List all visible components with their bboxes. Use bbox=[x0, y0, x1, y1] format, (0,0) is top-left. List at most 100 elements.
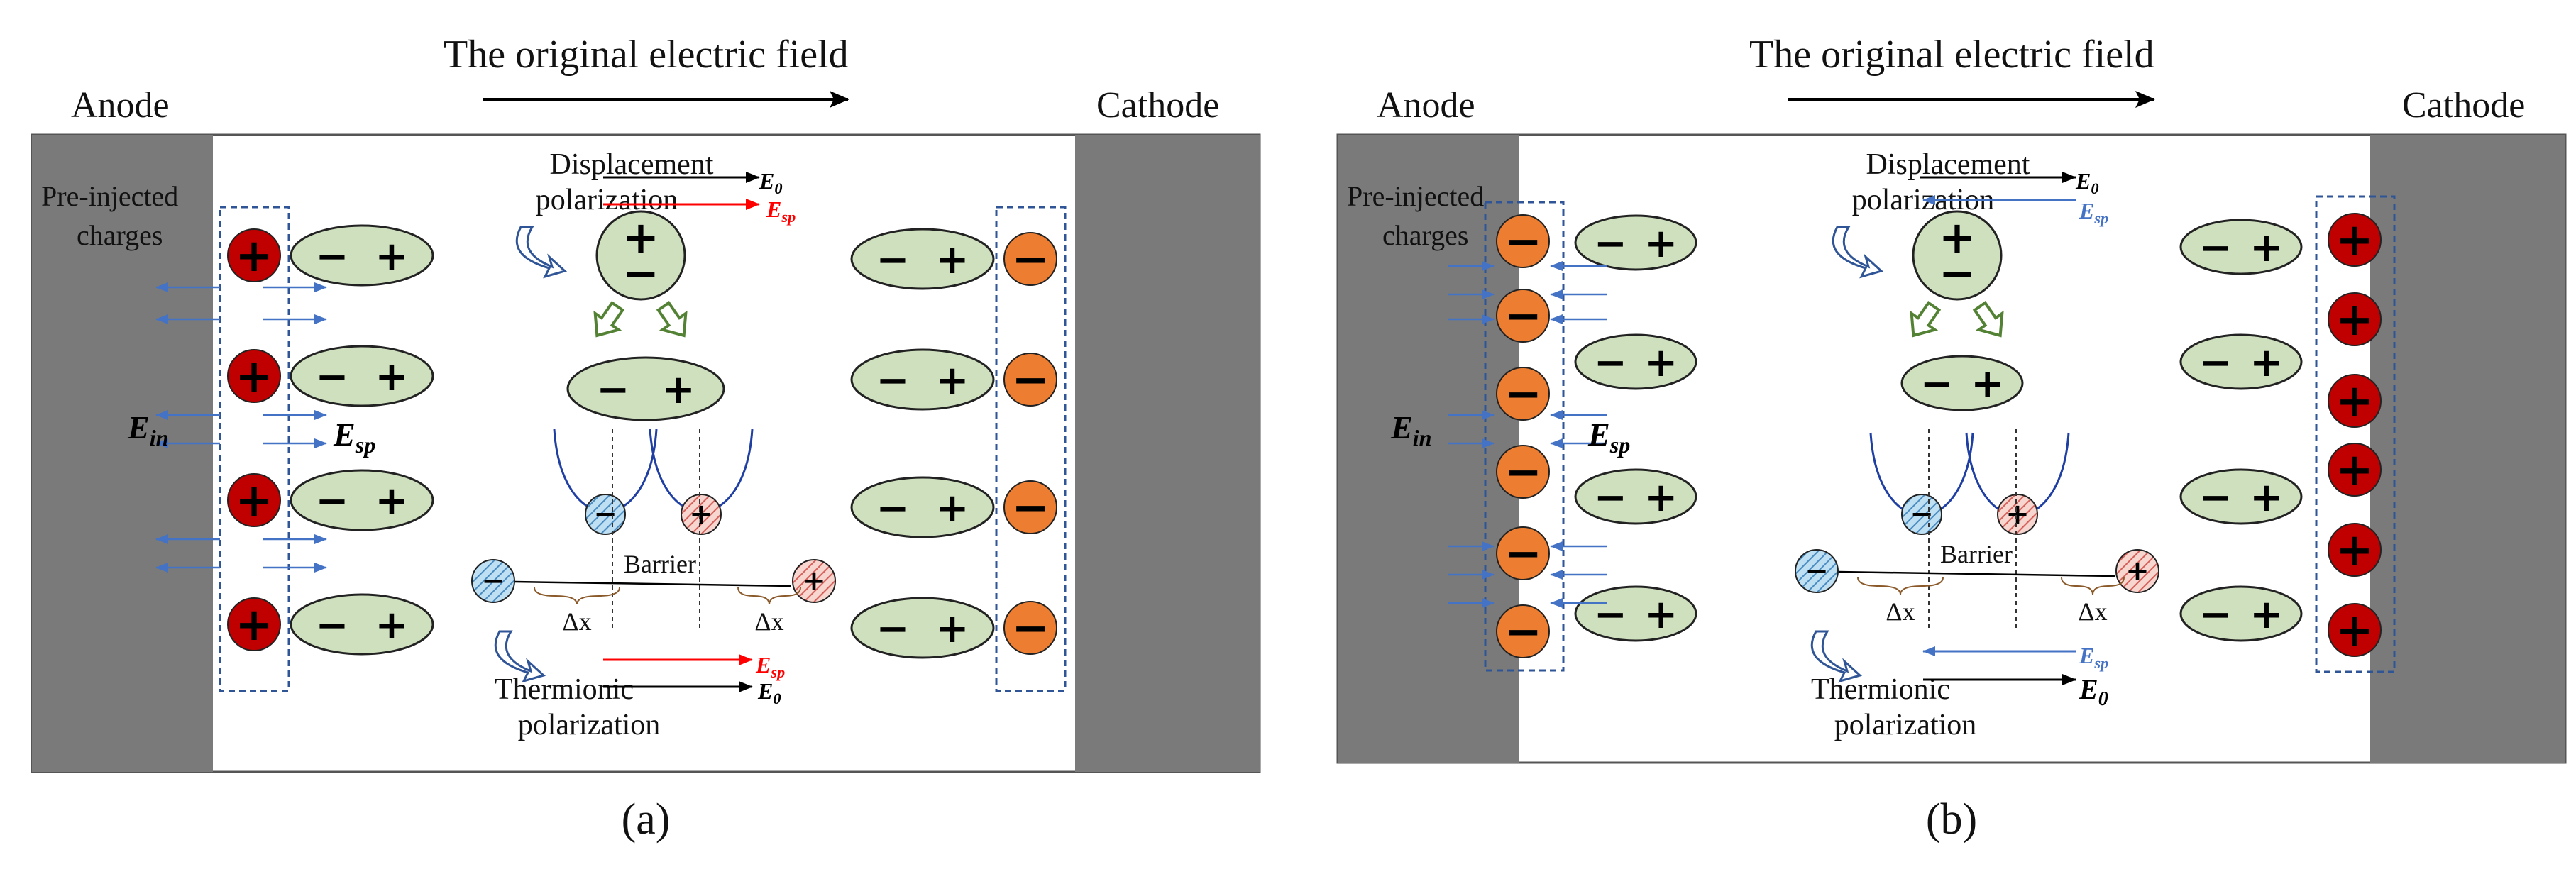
plus-sign: + bbox=[1644, 475, 1678, 521]
minus-sign: − bbox=[1594, 221, 1627, 267]
delta-x-label-right: Δx bbox=[2078, 597, 2107, 626]
cathode-label: Cathode bbox=[1096, 85, 1219, 126]
displacement-curved-arrow bbox=[1832, 226, 1884, 279]
plus-sign: + bbox=[2335, 294, 2374, 346]
field-title: The original electric field bbox=[1749, 33, 2154, 77]
minus-sign: − bbox=[1920, 361, 1954, 407]
hollow-arrow-right bbox=[656, 301, 688, 338]
ein-label: Ein bbox=[1390, 409, 1432, 450]
e0-label-top-main: E bbox=[759, 168, 774, 194]
hatched-negative-ion: − bbox=[585, 494, 626, 535]
e0-label-bottom-main: E bbox=[2079, 673, 2098, 705]
panel-caption: (a) bbox=[622, 795, 671, 844]
plus-sign: + bbox=[2005, 498, 2030, 531]
plus-sign: + bbox=[2335, 214, 2374, 267]
plus-sign: + bbox=[1939, 211, 1976, 263]
dipole: −+ bbox=[2179, 219, 2303, 275]
charge-circle bbox=[1003, 601, 1057, 655]
dipole: −+ bbox=[1574, 333, 1697, 390]
negative-charge: − bbox=[1003, 353, 1057, 407]
dipole: −+ bbox=[2179, 468, 2303, 525]
charge-circle bbox=[1496, 445, 1550, 499]
right-charge-box bbox=[995, 206, 1067, 692]
ion-circle bbox=[1901, 494, 1942, 535]
hollow-arrow-shape bbox=[593, 301, 625, 338]
dipole-ellipse bbox=[1574, 214, 1697, 271]
curved-arrow-shape bbox=[494, 630, 546, 683]
plus-sign: + bbox=[1644, 221, 1678, 267]
hatched-positive-ion: + bbox=[2115, 549, 2159, 593]
plus-sign: + bbox=[375, 354, 409, 400]
delta-x-bracket-right bbox=[2061, 577, 2125, 595]
dipole: −+ bbox=[1574, 214, 1697, 271]
dipole: −+ bbox=[1574, 468, 1697, 525]
plus-sign: + bbox=[2250, 225, 2283, 271]
esp-label-top-main: E bbox=[2079, 198, 2094, 223]
negative-charge: − bbox=[1496, 526, 1550, 580]
left-charge-box bbox=[219, 206, 290, 692]
minus-sign: − bbox=[481, 565, 505, 597]
hatched-positive-ion: + bbox=[792, 559, 836, 603]
esp-label-top-sub: sp bbox=[781, 208, 796, 226]
negative-charge: − bbox=[1496, 367, 1550, 421]
plus-sign: + bbox=[2335, 604, 2374, 657]
hatched-negative-ion: − bbox=[471, 559, 515, 603]
curved-arrow-shape bbox=[1810, 630, 1863, 683]
plus-sign: + bbox=[936, 606, 969, 652]
plus-sign: + bbox=[375, 478, 409, 524]
charge-circle bbox=[1003, 353, 1057, 407]
minus-sign: − bbox=[1504, 290, 1542, 343]
dipole-ellipse bbox=[1900, 355, 2024, 411]
negative-charge: − bbox=[1496, 445, 1550, 499]
plus-sign: + bbox=[235, 475, 273, 527]
plus-sign: + bbox=[2250, 340, 2283, 386]
minus-sign: − bbox=[1594, 340, 1627, 386]
charge-circle bbox=[1003, 480, 1057, 534]
charge-circle bbox=[1496, 367, 1550, 421]
dipole: −+ bbox=[290, 345, 434, 407]
delta-x-bracket-left bbox=[1857, 577, 1944, 595]
minus-sign: − bbox=[1504, 606, 1542, 658]
hatched-negative-ion: − bbox=[1795, 549, 1839, 593]
displacement-dipole-circle: +− bbox=[595, 210, 686, 301]
esp-label-top-sub: sp bbox=[2093, 209, 2108, 227]
cathode-electrode bbox=[1075, 135, 1260, 772]
plus-sign: + bbox=[2335, 524, 2374, 577]
ion-circle bbox=[1795, 549, 1839, 593]
minus-sign: − bbox=[1504, 528, 1542, 580]
charge-circle bbox=[2328, 603, 2382, 657]
dipole-circle-shape bbox=[595, 210, 686, 301]
charge-circle bbox=[1496, 526, 1550, 580]
pre-injected-label-line1: Pre-injected bbox=[1347, 180, 1484, 212]
esp-label: Esp bbox=[1587, 416, 1630, 458]
e0-label-top-sub: 0 bbox=[2091, 179, 2098, 197]
charge-circle bbox=[2328, 292, 2382, 346]
cathode-electrode bbox=[2370, 135, 2565, 763]
e0-label-bottom: E0 bbox=[2079, 673, 2108, 710]
ion-circle bbox=[471, 559, 515, 603]
negative-charge: − bbox=[1003, 601, 1057, 655]
negative-charge: − bbox=[1003, 232, 1057, 286]
plus-sign: + bbox=[936, 237, 969, 283]
esp-label-bottom-main: E bbox=[2079, 643, 2094, 668]
hollow-arrow-shape bbox=[656, 301, 688, 338]
negative-charge: − bbox=[1496, 604, 1550, 658]
plus-sign: + bbox=[375, 602, 409, 648]
plus-sign: + bbox=[936, 358, 969, 404]
plus-sign: + bbox=[235, 350, 273, 403]
esp-label-main: E bbox=[1587, 416, 1610, 453]
minus-sign: − bbox=[1504, 446, 1542, 499]
dipole-ellipse bbox=[2179, 333, 2303, 390]
dipole-ellipse bbox=[1574, 585, 1697, 642]
charge-circle bbox=[2328, 523, 2382, 577]
ein-label-sub: in bbox=[150, 425, 169, 450]
minus-sign: − bbox=[622, 247, 659, 299]
dipole-ellipse bbox=[290, 345, 434, 407]
thermionic-label-line2: polarization bbox=[1834, 709, 1977, 741]
thermionic-curved-arrow bbox=[494, 630, 546, 683]
dipole: −+ bbox=[290, 224, 434, 287]
charge-circle bbox=[227, 228, 281, 282]
charge-circle bbox=[2328, 374, 2382, 428]
